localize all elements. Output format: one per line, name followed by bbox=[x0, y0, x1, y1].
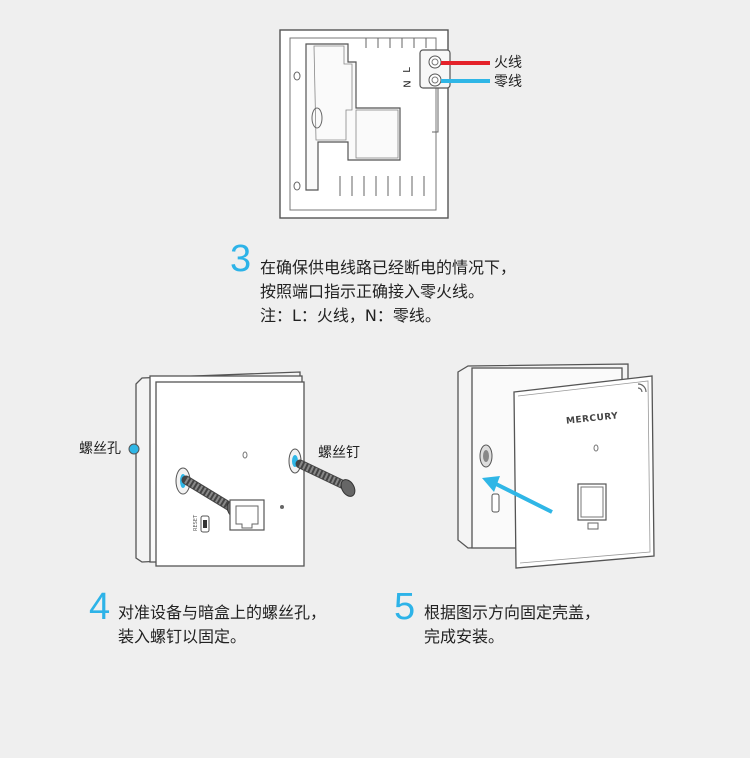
screw-hole-label: 螺丝孔 bbox=[79, 441, 121, 457]
step-line: 根据图示方向固定壳盖， bbox=[424, 603, 601, 622]
step-description: 在确保供电线路已经断电的情况下， 按照端口指示正确接入零火线。 注：L：火线，N… bbox=[260, 256, 516, 328]
terminal-label-n: N bbox=[402, 80, 414, 88]
step-line: 按照端口指示正确接入零火线。 bbox=[260, 282, 485, 301]
step-line: 完成安装。 bbox=[424, 627, 505, 646]
device-cover-installation bbox=[457, 363, 655, 569]
screw-label: 螺丝钉 bbox=[318, 445, 360, 461]
device-rear-view bbox=[279, 29, 490, 219]
live-wire-label: 火线 bbox=[494, 55, 522, 71]
step-line: 在确保供电线路已经断电的情况下， bbox=[260, 258, 517, 277]
step-description: 根据图示方向固定壳盖， 完成安装。 bbox=[424, 601, 600, 649]
neutral-wire-label: 零线 bbox=[494, 74, 522, 90]
reset-label: RESET bbox=[193, 514, 200, 532]
device-front-with-screws bbox=[128, 371, 356, 567]
step-number: 3 bbox=[230, 238, 252, 280]
step-number: 5 bbox=[394, 586, 416, 628]
step-line: 对准设备与暗盒上的螺丝孔， bbox=[118, 603, 327, 622]
step-description: 对准设备与暗盒上的螺丝孔， 装入螺钉以固定。 bbox=[118, 601, 326, 649]
step-line: 注：L：火线，N：零线。 bbox=[260, 306, 441, 325]
terminal-label-l: L bbox=[401, 67, 413, 73]
step-number: 4 bbox=[89, 586, 111, 628]
step-line: 装入螺钉以固定。 bbox=[118, 627, 247, 646]
